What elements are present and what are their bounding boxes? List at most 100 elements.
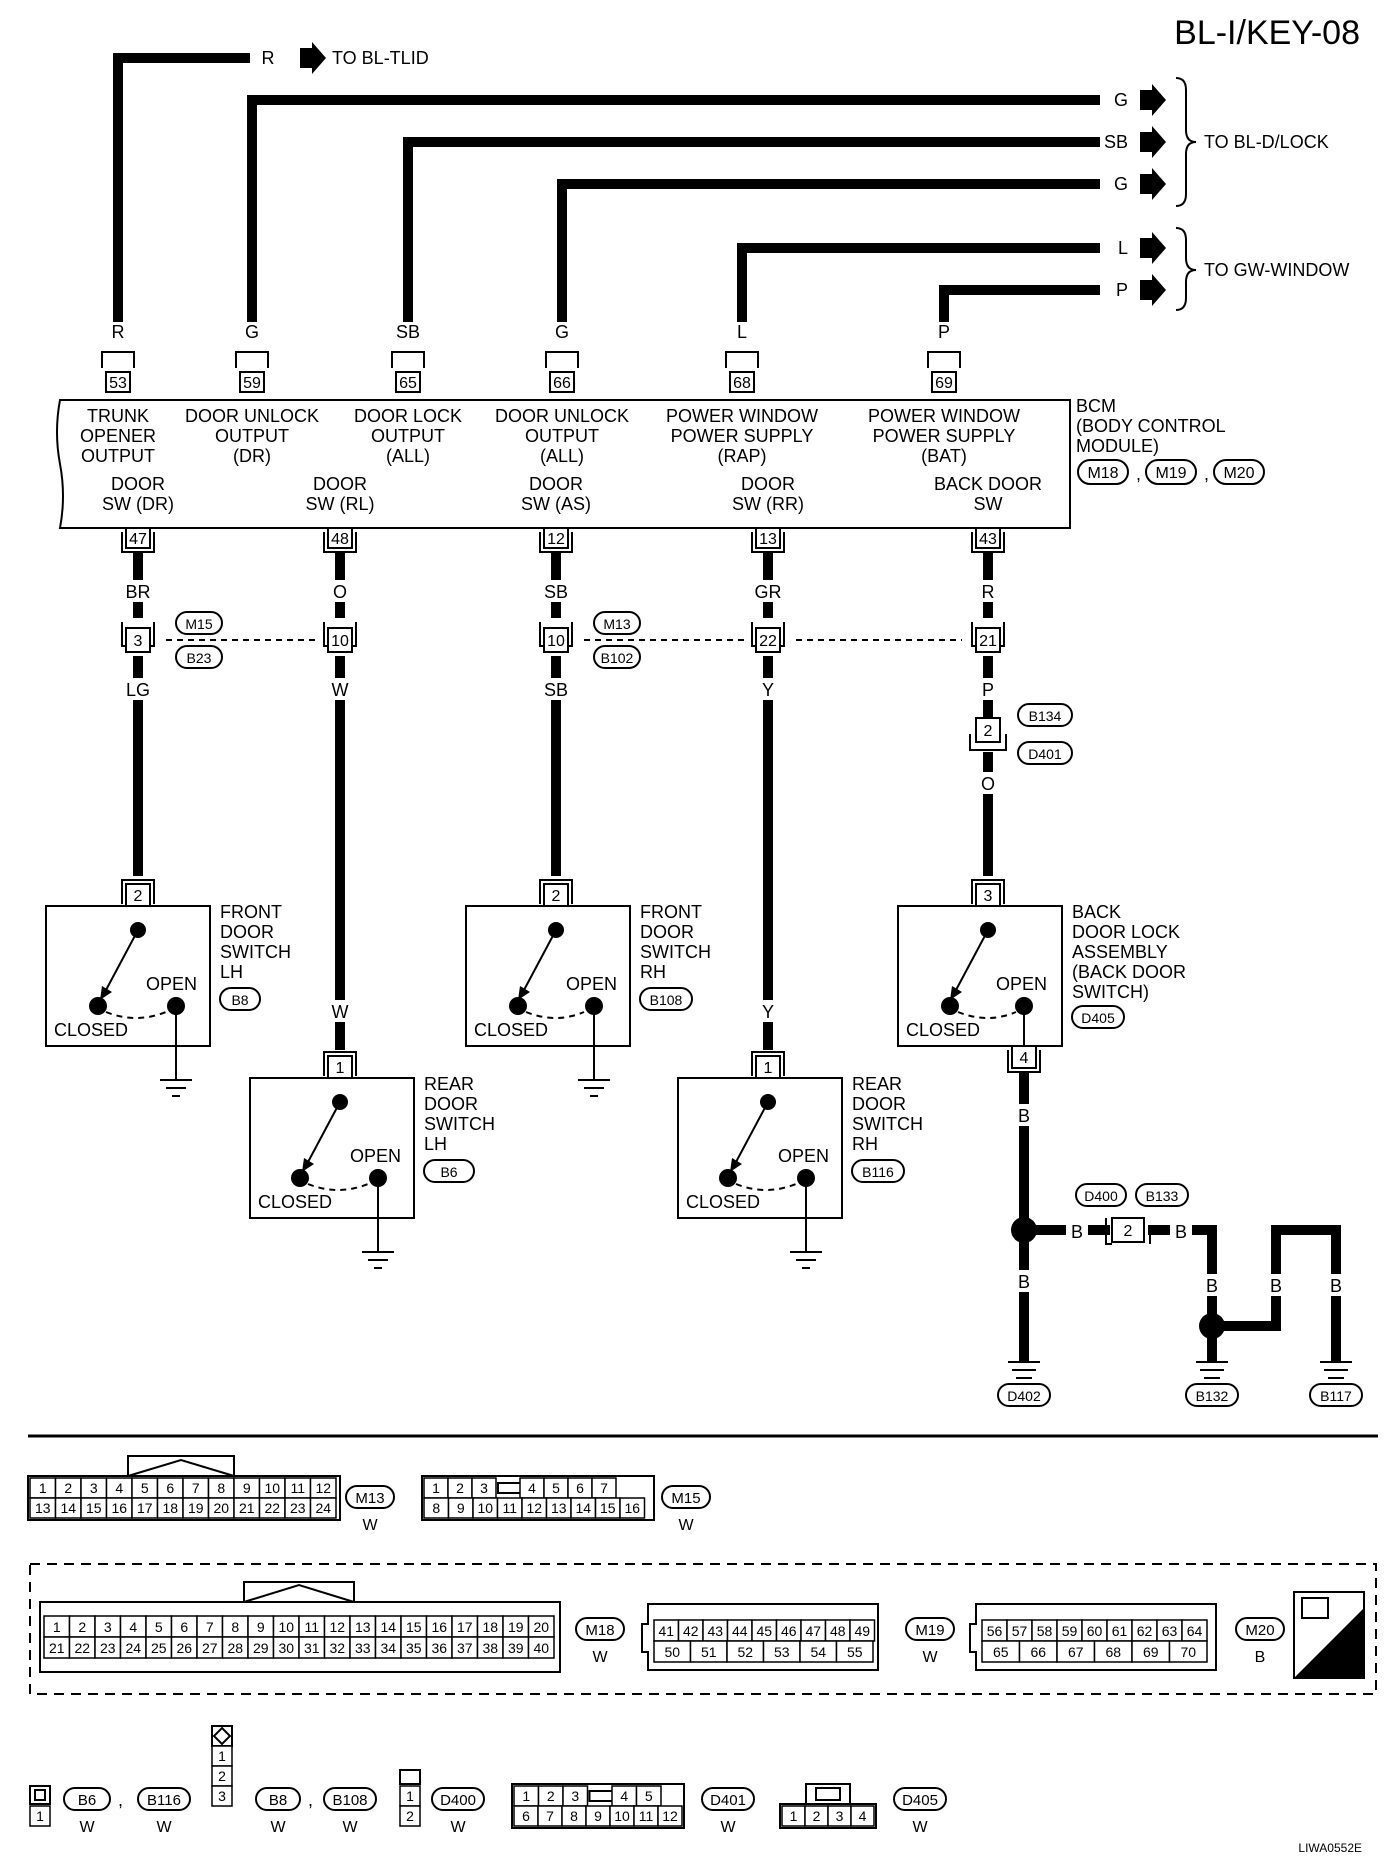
m18-pin-14: 14 [380,1619,396,1635]
svg-text:OUTPUT: OUTPUT [215,426,289,446]
m20-pin-57: 57 [1012,1623,1028,1639]
svg-text:OUTPUT: OUTPUT [371,426,445,446]
svg-text:TRUNK: TRUNK [87,406,149,426]
m18-pin-22: 22 [74,1640,90,1656]
window-destination-label: TO GW-WINDOW [1204,260,1349,280]
back-door-lock-assembly: 3 OPEN CLOSED BACK DOOR LOCK ASSEMBLY (B… [897,879,1186,1073]
d405-pin-3: 3 [836,1808,844,1824]
d401-cavity [657,1805,683,1827]
svg-text:OPEN: OPEN [350,1146,401,1166]
m20-pin-67: 67 [1068,1644,1084,1660]
svg-text:DOOR: DOOR [111,474,165,494]
connector-tag-b116 [137,1787,191,1811]
svg-text:(DR): (DR) [233,446,271,466]
m13-cavity [309,1497,337,1519]
svg-text:SW (RL): SW (RL) [306,494,375,514]
m18-pin-2: 2 [78,1619,86,1635]
connector-tag-label: M20 [1245,1622,1274,1639]
junction-pin-10-right: 10 [547,633,565,650]
m18-pin-19: 19 [508,1619,524,1635]
connector-b108: B108 [650,992,683,1008]
svg-text:BACK: BACK [1072,902,1121,922]
connector-color: W [678,1517,694,1534]
m18-pin-8: 8 [231,1619,239,1635]
m19-cavity [835,1640,874,1663]
m18-pin-1: 1 [53,1619,61,1635]
bcm-pin-53-wire-color: R [112,322,125,342]
m18-pin-13: 13 [355,1619,371,1635]
m20-pin-65: 65 [993,1644,1009,1660]
m13-pin-24: 24 [315,1500,331,1516]
d401-pin-12: 12 [662,1808,678,1824]
front-door-switch-rh: 2 OPEN CLOSED FRONT DOOR SWITCH RH B108 [465,879,711,1097]
m18-pin-30: 30 [278,1640,294,1656]
svg-text:CLOSED: CLOSED [258,1192,332,1212]
m13-pin-4: 4 [115,1480,123,1496]
wire-color-lg: LG [126,680,150,700]
b8-pin-3: 3 [218,1788,226,1804]
svg-text:SW (DR): SW (DR) [102,494,174,514]
d401-pin-11: 11 [639,1808,654,1824]
m20-pin-56: 56 [987,1623,1003,1639]
m13-pin-9: 9 [243,1480,251,1496]
connector-d400: D400 [1084,1188,1118,1204]
bcm-name-line-2: (BODY CONTROL [1076,416,1226,436]
destination-arrows [300,42,1166,306]
m18-pin-15: 15 [406,1619,422,1635]
m19-pin-55: 55 [847,1644,863,1660]
svg-text:DOOR: DOOR [220,922,274,942]
bcm-top-labels: TRUNK OPENER OUTPUT DOOR UNLOCK OUTPUT (… [80,406,1020,466]
bcm-pin-66: 66 [553,375,571,392]
bcm-pin-68-wire-color: L [737,322,747,342]
d400-pin-2: 2 [406,1808,414,1824]
m18-pin-7: 7 [206,1619,214,1635]
wire-color-window-2: P [1116,280,1128,300]
svg-text:POWER WINDOW: POWER WINDOW [868,406,1020,426]
m18-pin-36: 36 [431,1640,447,1656]
wire-color-tlid: R [262,48,275,68]
svg-text:2: 2 [134,888,143,905]
m15-pin-15: 15 [600,1500,616,1516]
bcm-name-line-3: MODULE) [1076,436,1159,456]
m13-pin-3: 3 [90,1480,98,1496]
connector-tag-m15 [661,1485,711,1509]
tlid-destination-label: TO BL-TLID [332,48,429,68]
svg-text:1: 1 [764,1060,773,1077]
connector-b102: B102 [601,650,634,666]
svg-text:SWITCH: SWITCH [220,942,291,962]
m20-pin-60: 60 [1087,1623,1103,1639]
m19-pin-52: 52 [737,1644,753,1660]
connector-color: W [912,1819,928,1836]
svg-text:OPEN: OPEN [566,974,617,994]
m18-pin-29: 29 [253,1640,269,1656]
m19-pin-46: 46 [781,1623,797,1639]
m20-pin-69: 69 [1143,1644,1159,1660]
svg-text:OPENER: OPENER [80,426,156,446]
m18-pin-10: 10 [278,1619,294,1635]
m18-pin-34: 34 [380,1640,396,1656]
svg-text:DOOR LOCK: DOOR LOCK [1072,922,1180,942]
connector-tag-d401 [701,1787,755,1811]
m13-pin-2: 2 [64,1480,72,1496]
junction-pin-22: 22 [759,633,777,650]
svg-text:FRONT: FRONT [220,902,282,922]
junction-pin-3: 3 [134,633,143,650]
b6-pin-1: 1 [36,1808,44,1824]
connector-b6: B6 [440,1164,457,1180]
m13-pin-18: 18 [162,1500,178,1516]
dlock-destination-label: TO BL-D/LOCK [1204,132,1329,152]
svg-text:B: B [1018,1106,1030,1126]
m18-pin-17: 17 [457,1619,473,1635]
bcm-pin-65: 65 [399,375,417,392]
bcm-connectors-enclosure [29,1563,1377,1695]
bcm-pin-43: 43 [979,531,997,548]
wire-color-sb: SB [544,582,568,602]
m18-pin-39: 39 [508,1640,524,1656]
m13-pin-14: 14 [60,1500,76,1516]
m18-pin-37: 37 [457,1640,473,1656]
m20-pin-63: 63 [1162,1623,1178,1639]
wire-color-dlock-3: G [1114,174,1128,194]
m13-pin-16: 16 [111,1500,127,1516]
m13-lock-tab [127,1455,235,1477]
